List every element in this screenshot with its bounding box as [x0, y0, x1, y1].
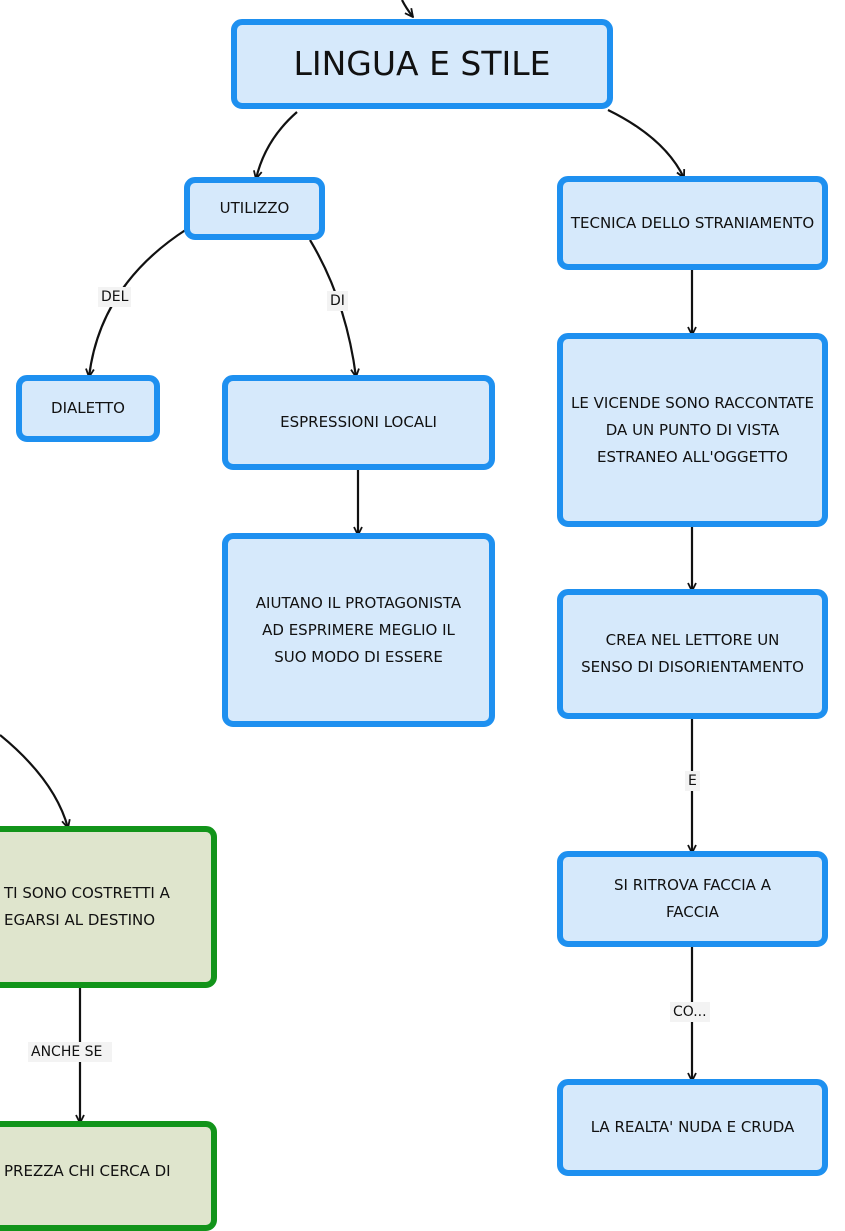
edge-label-e: E [685, 771, 700, 791]
node-realta-text: LA REALTA' NUDA E CRUDA [590, 1118, 795, 1136]
edge-label-anche-se: ANCHE SE [28, 1042, 113, 1062]
node-costretti-line2: EGARSI AL DESTINO [4, 911, 156, 929]
edge-label-di: DI [327, 291, 348, 311]
node-costretti-text: TI SONO COSTRETTI A EGARSI AL DESTINO [4, 880, 170, 934]
edge-label-co: CO... [670, 1002, 710, 1022]
edge-label-del: DEL [98, 287, 132, 307]
node-crea-nel-lettore[interactable]: CREA NEL LETTORE UN SENSO DI DISORIENTAM… [557, 589, 828, 719]
node-utilizzo[interactable]: UTILIZZO [184, 177, 325, 240]
edge-incoming-title [401, 0, 413, 17]
node-la-realta[interactable]: LA REALTA' NUDA E CRUDA [557, 1079, 828, 1176]
node-tecnica-text: TECNICA DELLO STRANIAMENTO [570, 213, 815, 232]
node-lingua-e-stile-text: LINGUA E STILE [293, 44, 551, 83]
node-si-ritrova[interactable]: SI RITROVA FACCIA A FACCIA [557, 851, 828, 947]
node-le-vicende[interactable]: LE VICENDE SONO RACCONTATE DA UN PUNTO D… [557, 333, 828, 527]
node-dialetto[interactable]: DIALETTO [16, 375, 160, 442]
node-vicende-text: LE VICENDE SONO RACCONTATE DA UN PUNTO D… [571, 393, 814, 466]
node-aiutano-il-protagonista[interactable]: AIUTANO IL PROTAGONISTA AD ESPRIMERE MEG… [222, 533, 495, 727]
node-disprezza-partial[interactable]: PREZZA CHI CERCA DI [0, 1121, 217, 1231]
node-disprezza-line1: PREZZA CHI CERCA DI [4, 1162, 171, 1180]
node-espressioni-text: ESPRESSIONI LOCALI [280, 413, 437, 431]
node-tecnica-dello-straniamento[interactable]: TECNICA DELLO STRANIAMENTO [557, 176, 828, 270]
edge-incoming-costretti [0, 734, 68, 828]
node-aiutano-text: AIUTANO IL PROTAGONISTA AD ESPRIMERE MEG… [255, 593, 462, 666]
edge-title-utilizzo [256, 111, 298, 179]
node-dialetto-text: DIALETTO [51, 399, 125, 417]
node-disprezza-text: PREZZA CHI CERCA DI [4, 1158, 171, 1185]
node-lingua-e-stile[interactable]: LINGUA E STILE [231, 19, 613, 109]
node-costretti-line1: TI SONO COSTRETTI A [4, 884, 170, 902]
node-utilizzo-text: UTILIZZO [219, 199, 290, 217]
node-costretti-partial[interactable]: TI SONO COSTRETTI A EGARSI AL DESTINO [0, 826, 217, 988]
node-crea-text: CREA NEL LETTORE UN SENSO DI DISORIENTAM… [581, 631, 804, 676]
node-ritrova-text: SI RITROVA FACCIA A FACCIA [614, 876, 771, 921]
edge-title-tecnica [607, 109, 684, 178]
node-espressioni-locali[interactable]: ESPRESSIONI LOCALI [222, 375, 495, 470]
